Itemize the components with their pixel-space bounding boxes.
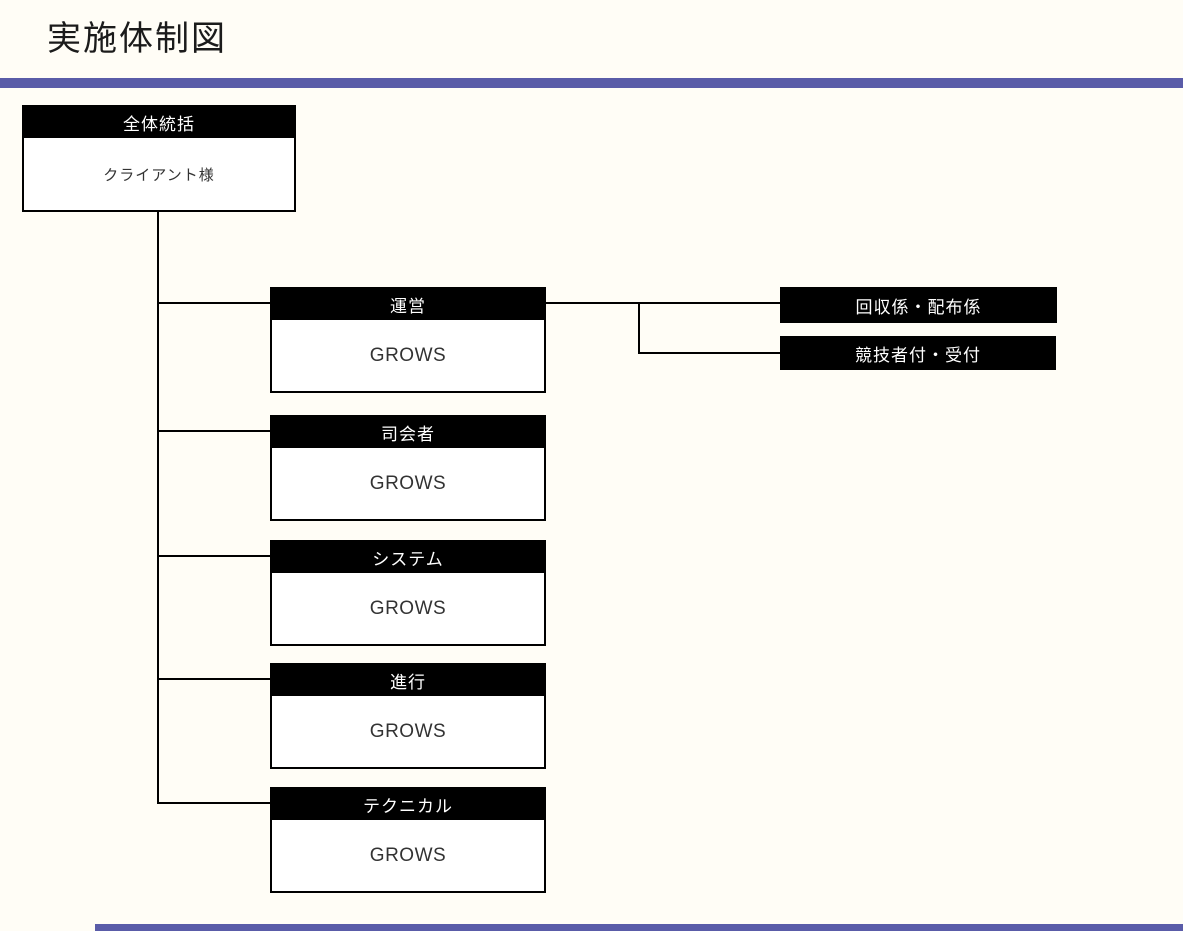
top-accent-bar [0,78,1183,88]
org-box-shikaisha-header: 司会者 [272,417,544,448]
org-box-root-body: クライアント様 [24,138,294,210]
page-title: 実施体制図 [47,20,227,58]
org-box-system: システム GROWS [270,540,546,646]
role-box-kaishu-haifu: 回収係・配布係 [780,287,1057,323]
org-box-unei-header: 運営 [272,289,544,320]
connector-branch-to-kyogisha [638,352,780,354]
bottom-accent-bar [95,924,1183,931]
org-box-root: 全体統括 クライアント様 [22,105,296,212]
connector-stub-unei [157,302,270,304]
org-box-shikaisha-body: GROWS [272,448,544,519]
connector-stub-system [157,555,270,557]
connector-stub-shinko [157,678,270,680]
org-box-shinko: 進行 GROWS [270,663,546,769]
org-box-system-header: システム [272,542,544,573]
org-box-shikaisha: 司会者 GROWS [270,415,546,521]
org-box-root-header: 全体統括 [24,107,294,138]
org-box-technical: テクニカル GROWS [270,787,546,893]
connector-stub-shikaisha [157,430,270,432]
connector-right-branch-vertical [638,302,640,354]
org-box-shinko-header: 進行 [272,665,544,696]
org-box-technical-header: テクニカル [272,789,544,820]
org-box-unei-body: GROWS [272,320,544,391]
org-box-system-body: GROWS [272,573,544,644]
org-box-technical-body: GROWS [272,820,544,891]
connector-trunk-vertical [157,211,159,804]
org-box-unei: 運営 GROWS [270,287,546,393]
connector-stub-technical [157,802,270,804]
org-box-shinko-body: GROWS [272,696,544,767]
role-box-kyogisha-uketsuke: 競技者付・受付 [780,336,1056,370]
connector-unei-to-kaishu [546,302,780,304]
